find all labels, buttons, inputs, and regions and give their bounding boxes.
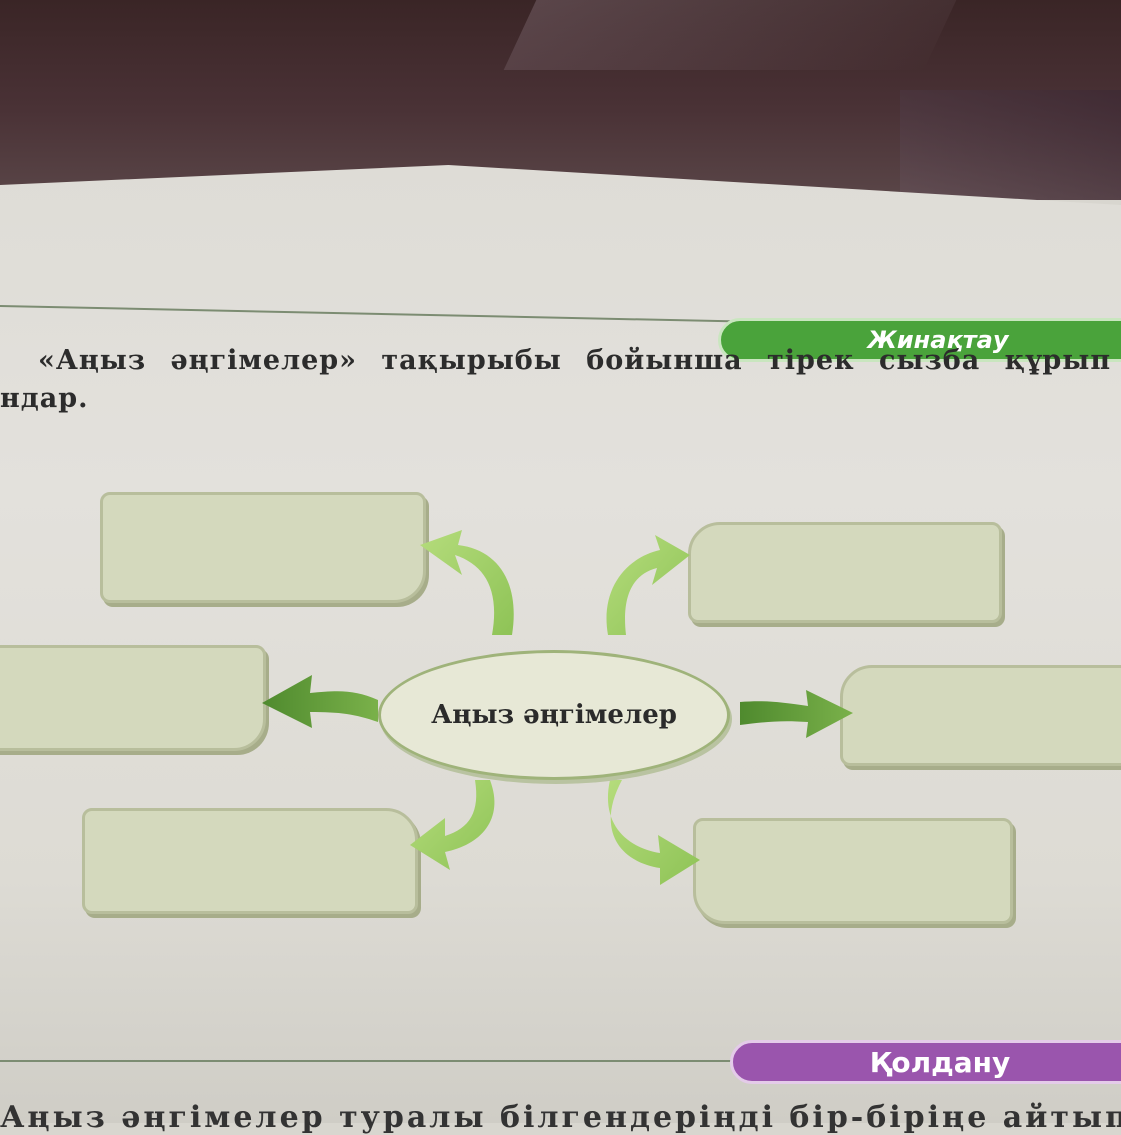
section-banner-synthesis: Жинақтау: [718, 318, 1121, 362]
answer-box-middle-right[interactable]: [840, 665, 1121, 766]
answer-box-top-right[interactable]: [688, 522, 1002, 623]
arrow-to-bottom-right: [607, 780, 700, 885]
task-line-1: «Аңыз әңгімелер» тақырыбы бойынша тірек …: [38, 345, 1112, 376]
answer-box-middle-left[interactable]: [0, 645, 266, 751]
answer-box-bottom-left[interactable]: [82, 808, 418, 914]
arrow-to-middle-left: [262, 675, 378, 728]
bottom-text-line: Аңыз әңгімелер туралы білгендеріңді бір-…: [0, 1100, 1121, 1135]
section-rule-bottom: [0, 1060, 740, 1062]
fabric-fold: [900, 90, 1121, 200]
answer-box-top-left[interactable]: [100, 492, 426, 603]
arrow-to-bottom-left: [410, 780, 495, 870]
section-label-synthesis: Жинақтау: [867, 326, 1009, 354]
section-label-application: Қолдану: [869, 1045, 1011, 1079]
section-banner-application: Қолдану: [730, 1040, 1121, 1084]
answer-box-bottom-right[interactable]: [693, 818, 1013, 924]
task-line-2: ндар.: [0, 383, 89, 414]
diagram-center-label: Аңыз әңгімелер: [431, 700, 677, 730]
arrow-to-top-left: [420, 530, 514, 635]
arrow-to-top-right: [606, 535, 690, 635]
background-fabric: [0, 0, 1121, 200]
arrow-to-middle-right: [740, 690, 853, 738]
diagram-center-node: Аңыз әңгімелер: [378, 650, 730, 780]
